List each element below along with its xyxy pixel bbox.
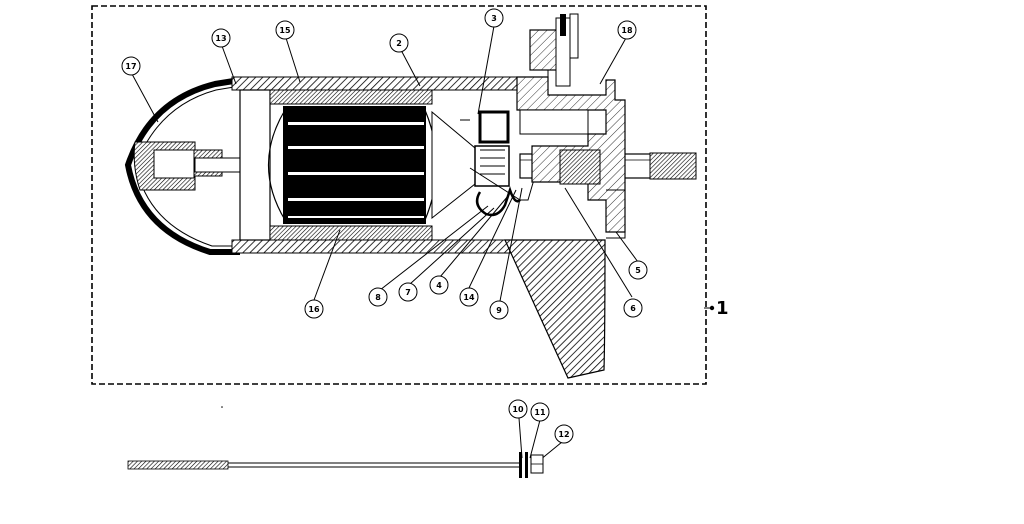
callout-label: 5 — [635, 266, 641, 275]
callout-7: 7 — [398, 282, 418, 302]
callout-17: 17 — [121, 56, 141, 76]
callout-8: 8 — [368, 287, 388, 307]
callout-9: 9 — [489, 300, 509, 320]
callout-label: 14 — [463, 293, 475, 302]
stray-mark — [221, 406, 223, 408]
callout-12: 12 — [554, 424, 574, 444]
callout-16: 16 — [304, 299, 324, 319]
callout-2: 2 — [389, 33, 409, 53]
callout-label: 10 — [512, 405, 524, 414]
callout-10: 10 — [508, 399, 528, 419]
brush-spring — [475, 186, 521, 217]
callout-label: 16 — [308, 305, 320, 314]
callout-label: 8 — [375, 293, 381, 302]
assembly-label: 1 — [716, 298, 729, 319]
callout-label: 17 — [125, 62, 136, 71]
callout-label: 6 — [630, 304, 636, 313]
skeg-fin — [504, 239, 606, 379]
callout-label: 2 — [396, 39, 402, 48]
nose-cone — [124, 77, 241, 255]
assembly-reference: 1 — [704, 298, 729, 319]
callout-4: 4 — [429, 275, 449, 295]
callout-label: 4 — [436, 281, 442, 290]
rear-end-cap — [239, 89, 271, 241]
brush-holder-upper — [478, 110, 510, 144]
callout-18: 18 — [617, 20, 637, 40]
callout-11: 11 — [530, 402, 550, 422]
armature — [267, 106, 438, 224]
leader-lines — [131, 25, 639, 461]
callout-5: 5 — [628, 260, 648, 280]
callout-14: 14 — [459, 287, 479, 307]
front-housing — [516, 76, 626, 239]
lead-wire-assembly — [127, 452, 544, 478]
callout-label: 13 — [215, 34, 226, 43]
magnet-top — [269, 89, 433, 105]
callout-label: 15 — [279, 26, 291, 35]
callout-3: 3 — [484, 8, 504, 28]
commutator — [431, 110, 476, 220]
callout-15: 15 — [275, 20, 295, 40]
callout-label: 11 — [534, 408, 546, 417]
assembly-boundary — [91, 5, 707, 385]
callout-13: 13 — [211, 28, 231, 48]
callout-label: 9 — [496, 306, 502, 315]
callout-label: 12 — [558, 430, 569, 439]
callout-6: 6 — [623, 298, 643, 318]
callout-label: 3 — [491, 14, 497, 23]
callout-label: 18 — [621, 26, 633, 35]
magnet-bottom — [269, 225, 433, 241]
cable-gland — [529, 13, 579, 95]
callout-label: 7 — [405, 288, 411, 297]
